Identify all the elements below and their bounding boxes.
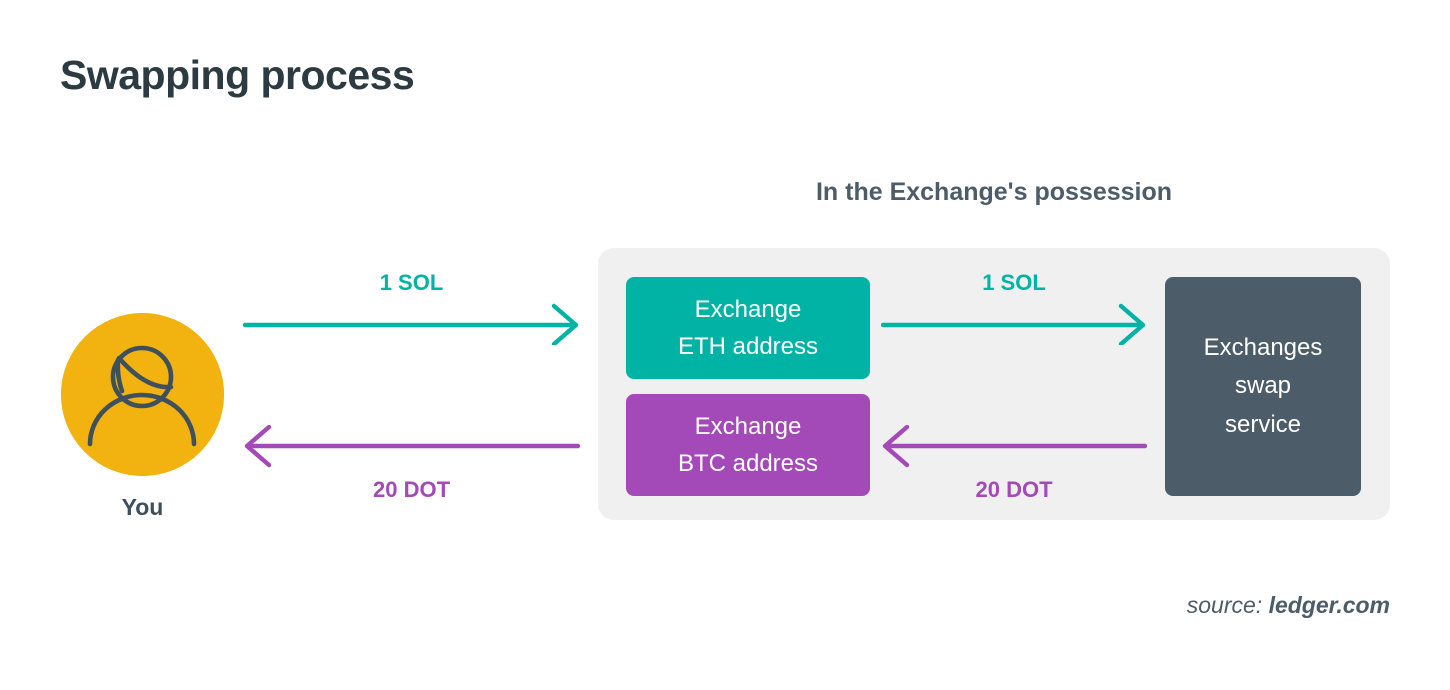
arrow-right-icon [243, 303, 579, 345]
exchange-btc-address-text: Exchange BTC address [678, 408, 818, 482]
eth-box-line1: Exchange [694, 295, 802, 323]
page-title: Swapping process [60, 52, 415, 98]
flow-label-1-sol-inner: 1 SOL [982, 270, 1046, 295]
swap-service-text: Exchanges swap service [1204, 329, 1323, 444]
flow-label-1-sol-out: 1 SOL [379, 270, 444, 295]
exchange-btc-address-box[interactable]: Exchange BTC address [626, 394, 870, 496]
flow-eth-to-swap-service: 1 SOL [881, 270, 1147, 345]
flow-label-20-dot-in: 20 DOT [372, 477, 451, 502]
eth-box-line2: ETH address [677, 333, 819, 360]
btc-box-line2: BTC address [677, 450, 819, 477]
exchanges-swap-service-box[interactable]: Exchanges swap service [1165, 277, 1361, 496]
flow-exchange-btc-to-user: 20 DOT [243, 425, 580, 503]
person-icon [61, 313, 224, 476]
swap-service-line2: swap [1234, 372, 1292, 400]
exchange-eth-address-box[interactable]: Exchange ETH address [626, 277, 870, 379]
arrow-right-icon [881, 303, 1146, 345]
arrow-left-icon [882, 425, 1147, 468]
swap-service-line1: Exchanges [1203, 333, 1323, 361]
flow-label-20-dot-inner: 20 DOT [975, 477, 1053, 502]
btc-box-line1: Exchange [694, 412, 802, 440]
flow-user-to-exchange-eth: 1 SOL [243, 270, 580, 345]
user-label: You [121, 494, 164, 520]
exchange-eth-address-text: Exchange ETH address [678, 291, 818, 365]
user-node: You [61, 313, 224, 521]
source-prefix: source: [1186, 592, 1269, 618]
arrow-left-icon [244, 425, 580, 468]
source-name: ledger.com [1268, 592, 1390, 618]
avatar [61, 313, 224, 476]
source-note: source: ledger.com [1187, 592, 1390, 619]
exchange-section-header: In the Exchange's possession [815, 178, 1173, 206]
swap-service-line3: service [1224, 410, 1302, 438]
flow-swap-service-to-btc: 20 DOT [881, 425, 1147, 503]
